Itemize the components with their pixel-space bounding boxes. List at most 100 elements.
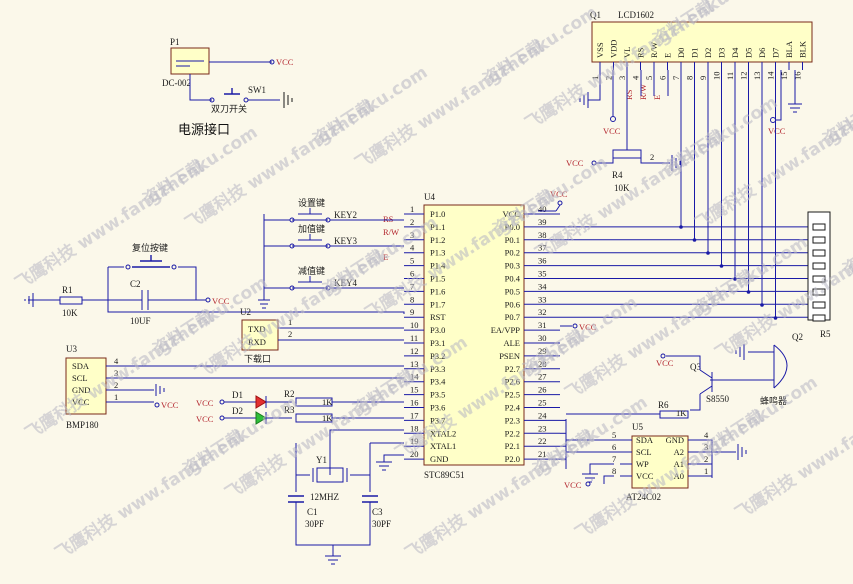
r5-resistor	[812, 275, 826, 283]
key2-ref: KEY2	[334, 210, 357, 220]
watermark-text: 资料下载	[479, 36, 547, 91]
lcd-pin-label: RS	[636, 47, 646, 58]
r1-resistor	[59, 296, 83, 305]
c2-vcc: VCC	[212, 296, 230, 306]
mcu-pin-left: P1.5	[430, 274, 445, 284]
reset-button[interactable]	[132, 255, 170, 268]
mcu-pin-num-right: 23	[538, 423, 547, 433]
watermark-text: 飞鹰科技 www.fangzhenku.com	[731, 352, 853, 525]
r3-ref: R3	[284, 405, 295, 415]
ground-icon	[283, 92, 293, 108]
mcu-pin-num-right: 30	[538, 333, 547, 343]
u3-pin-num: 4	[114, 356, 119, 366]
r5-resistor	[812, 249, 826, 257]
svg-text:2: 2	[650, 152, 654, 162]
mcu-pin-num-left: 8	[410, 294, 414, 304]
mcu-pin-num-left: 16	[410, 398, 419, 408]
mcu-pin-num-left: 18	[410, 423, 419, 433]
u3-ref: U3	[66, 344, 77, 354]
key4-button[interactable]	[264, 276, 328, 289]
mcu-pin-num-right: 29	[538, 346, 547, 356]
d1-ref: D1	[232, 390, 243, 400]
mcu-pin-right: P0.0	[505, 222, 520, 232]
mcu-pin-left: P1.3	[430, 248, 445, 258]
r4-pot	[612, 149, 642, 159]
u5-body	[631, 435, 689, 489]
u5-pin-right: A0	[674, 471, 684, 481]
lcd-pin-num: 5	[644, 76, 654, 80]
u5-pin-left: SCL	[636, 447, 652, 457]
watermark-text: 资料下载	[819, 96, 853, 151]
lcd-pin-num: 16	[793, 72, 803, 81]
y1-ref: Y1	[316, 455, 327, 465]
u3-pin-num: 3	[114, 368, 118, 378]
u5-pin-num-left: 7	[612, 454, 616, 464]
d2-ref: D2	[232, 406, 243, 416]
u5-value: AT24C02	[626, 492, 661, 502]
mcu-pin-right: PSEN	[499, 351, 520, 361]
sw1-value: 双刀开关	[211, 103, 247, 114]
r5-resistor	[812, 223, 826, 231]
sw1-switch	[224, 88, 240, 95]
mcu-pin-right: P2.6	[505, 377, 520, 387]
lcd-pin-label: BLK	[798, 40, 808, 58]
watermark-text: 飞鹰科技 www.fangzhenku.com	[521, 0, 771, 134]
key2-button[interactable]	[264, 208, 328, 221]
mcu-pin-right: P2.0	[505, 454, 520, 464]
mcu-pin-right: P0.6	[505, 299, 520, 309]
c2-value: 10UF	[130, 316, 151, 326]
mcu-pin-left: P3.2	[430, 351, 445, 361]
mcu-pin-num-left: 14	[410, 372, 419, 382]
lcd-net-e: E	[652, 95, 662, 100]
mcu-pin-left: XTAL2	[430, 428, 456, 438]
buzzer-q2	[773, 344, 788, 389]
mcu-pin-num-right: 38	[538, 230, 547, 240]
u5-pin-num-right: 1	[704, 466, 708, 476]
net-vcc-label: VCC	[276, 57, 294, 67]
q3-transistor	[699, 369, 713, 395]
u2-pin-rxd: RXD	[248, 337, 266, 347]
y1-crystal	[316, 467, 344, 483]
u2-num-2: 2	[288, 329, 292, 339]
mcu-pin-left: P3.5	[430, 390, 445, 400]
r2-ref: R2	[284, 389, 295, 399]
mcu-pin-num-left: 11	[410, 333, 418, 343]
mcu-pin-right: EA/VPP	[491, 325, 521, 335]
d1-vcc: VCC	[196, 398, 214, 408]
lcd-pin-label: E	[663, 53, 673, 58]
lcd-pin-label: D3	[717, 48, 727, 58]
lcd1602: Q1 LCD1602 VSS1VDD2VL3RS4R/W5E6D07D18D29…	[590, 10, 813, 81]
u3-vcc: VCC	[161, 400, 179, 410]
buzzer-section: Q2 蜂鸣器 Q3 S8550 VCC R6 1K	[566, 332, 803, 419]
mcu-pin-num-right: 22	[538, 436, 547, 446]
q3-ref: Q3	[690, 362, 701, 372]
u3-pin-label: GND	[72, 385, 90, 395]
lcd-vdd-vcc: VCC	[603, 126, 621, 136]
u3-pin-label: SDA	[72, 361, 90, 371]
mcu-pin-right: ALE	[503, 338, 520, 348]
mcu-pin-left: P1.0	[430, 209, 445, 219]
mcu-pin-num-right: 39	[538, 217, 547, 227]
u5-pin-num-left: 5	[612, 430, 616, 440]
u5-pin-num-right: 4	[704, 430, 709, 440]
r6-ref: R6	[658, 400, 669, 410]
u3-pin-label: SCL	[72, 373, 88, 383]
lcd-pin-label: D2	[703, 48, 713, 58]
mcu-pin-num-right: 36	[538, 256, 547, 266]
r1-value: 10K	[62, 308, 78, 318]
watermark-text: 资料下载	[309, 96, 377, 151]
u3-body	[65, 357, 107, 415]
watermark-text: 资料下载	[139, 156, 207, 211]
u5-pin-num-left: 6	[612, 442, 616, 452]
lcd-pin-num: 7	[671, 76, 681, 80]
key3-button[interactable]	[264, 234, 328, 247]
mcu-pin-left: GND	[430, 454, 448, 464]
mcu-pin-left: P1.1	[430, 222, 445, 232]
mcu-pin-num-left: 20	[410, 449, 419, 459]
u5-ref: U5	[632, 422, 643, 432]
p1-value: DC-002	[162, 78, 191, 88]
